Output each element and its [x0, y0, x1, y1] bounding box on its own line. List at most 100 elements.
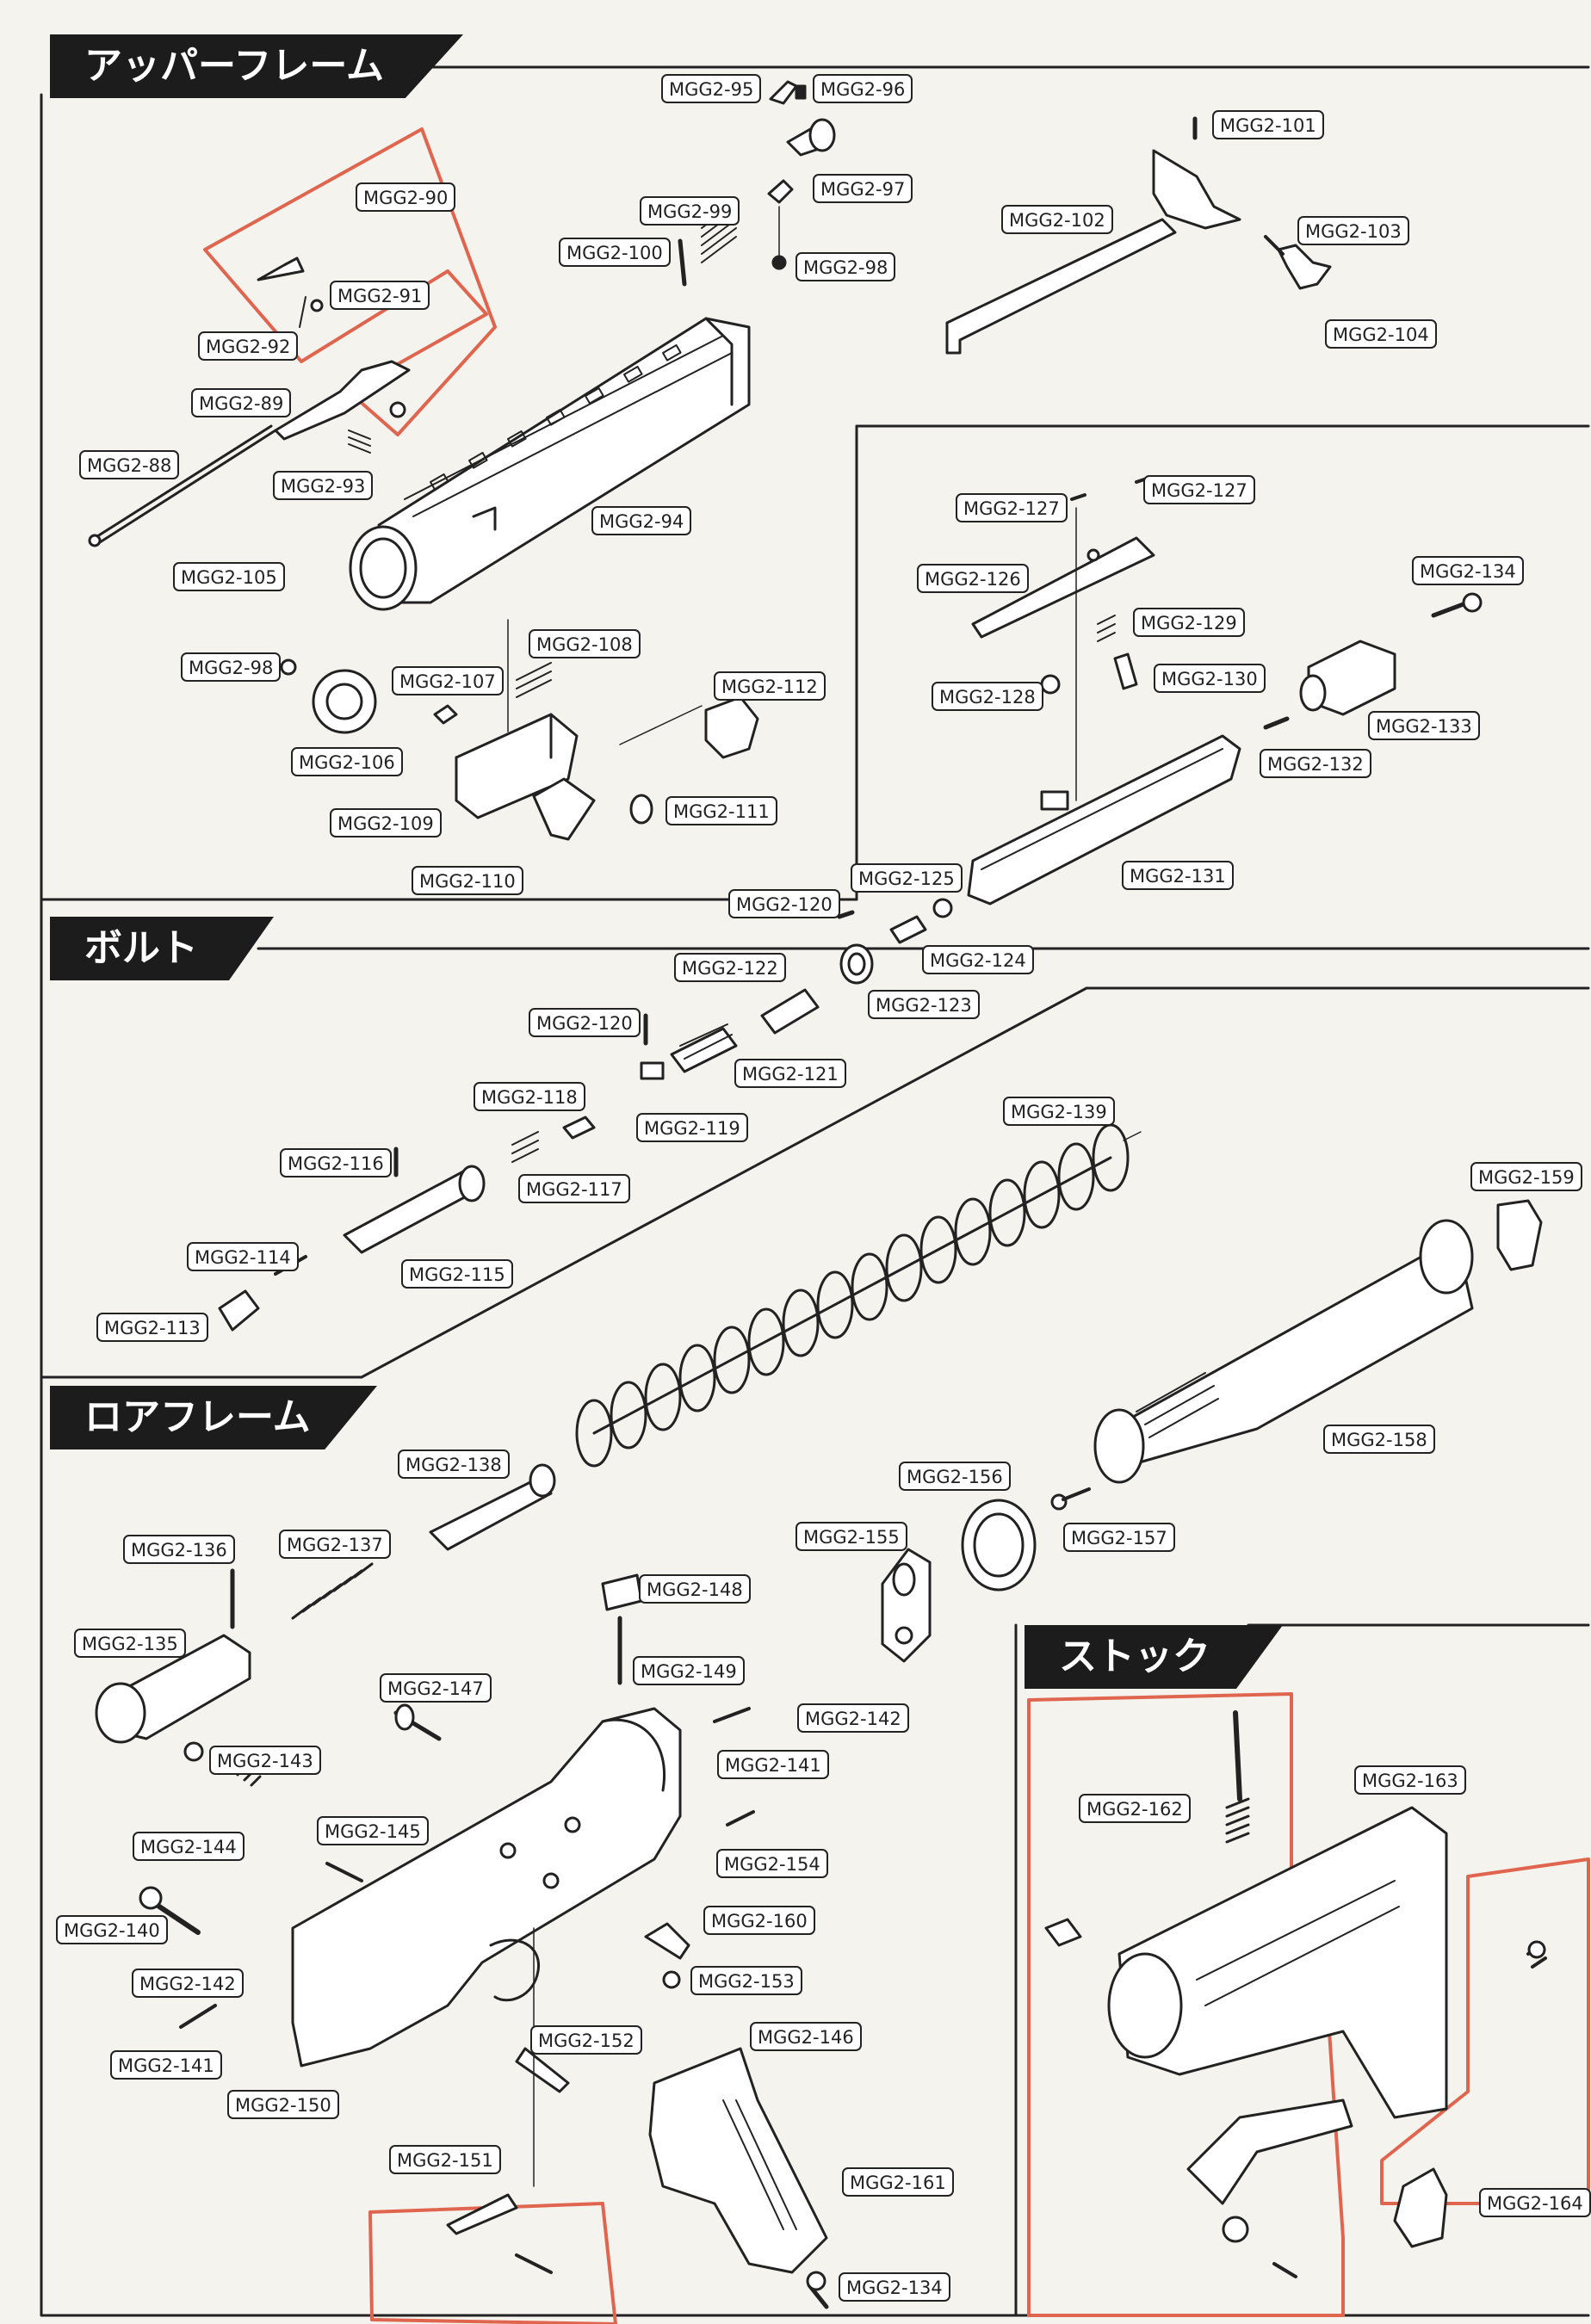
lower-receiver [139, 1573, 755, 2274]
part-label: MGG2-138 [398, 1449, 510, 1479]
charging-handle-rod [88, 424, 277, 547]
part-label: MGG2-100 [559, 238, 671, 267]
part-label: MGG2-139 [1003, 1097, 1115, 1126]
section-header-upper-frame: アッパーフレーム [50, 34, 463, 98]
part-label: MGG2-107 [392, 666, 504, 695]
part-label: MGG2-99 [640, 196, 740, 226]
part-label: MGG2-108 [529, 629, 641, 658]
part-label: MGG2-152 [530, 2025, 642, 2055]
part-label: MGG2-124 [922, 945, 1034, 974]
part-label: MGG2-137 [279, 1530, 391, 1559]
part-label: MGG2-158 [1323, 1425, 1435, 1454]
part-label: MGG2-109 [330, 808, 442, 838]
part-label: MGG2-122 [674, 953, 786, 982]
part-label: MGG2-118 [474, 1082, 585, 1111]
part-label: MGG2-131 [1122, 861, 1234, 890]
part-label: MGG2-146 [750, 2022, 862, 2051]
part-label: MGG2-133 [1368, 711, 1480, 740]
part-label: MGG2-148 [639, 1574, 751, 1604]
part-label: MGG2-93 [273, 471, 374, 500]
part-label: MGG2-135 [74, 1629, 186, 1658]
part-label: MGG2-150 [227, 2090, 339, 2119]
hop-up-assembly [280, 619, 759, 841]
part-label: MGG2-88 [79, 450, 180, 479]
part-label: MGG2-132 [1260, 749, 1371, 778]
part-label: MGG2-142 [797, 1703, 909, 1733]
part-label: MGG2-145 [317, 1816, 429, 1845]
part-label: MGG2-110 [412, 866, 523, 895]
part-label: MGG2-92 [198, 331, 299, 361]
part-label: MGG2-89 [191, 388, 292, 417]
part-label: MGG2-159 [1470, 1162, 1582, 1191]
part-label: MGG2-91 [330, 281, 430, 310]
part-label: MGG2-128 [932, 682, 1043, 711]
part-label: MGG2-94 [591, 506, 692, 535]
part-label: MGG2-123 [868, 990, 980, 1019]
part-label: MGG2-141 [717, 1750, 829, 1779]
part-label: MGG2-160 [703, 1906, 815, 1935]
part-label: MGG2-147 [380, 1673, 492, 1703]
part-label: MGG2-125 [851, 863, 963, 893]
part-label: MGG2-142 [132, 1969, 244, 1998]
part-label: MGG2-161 [842, 2167, 954, 2197]
nozzle-parts [218, 898, 953, 1332]
part-label: MGG2-134 [839, 2272, 950, 2302]
part-label: MGG2-129 [1133, 608, 1245, 637]
section-header-stock: ストック [1025, 1625, 1283, 1689]
part-label: MGG2-121 [734, 1059, 846, 1088]
part-label: MGG2-116 [280, 1148, 392, 1177]
part-label: MGG2-106 [291, 747, 403, 776]
part-label: MGG2-140 [56, 1915, 168, 1944]
part-label: MGG2-155 [796, 1522, 907, 1551]
part-label: MGG2-113 [96, 1313, 208, 1342]
part-label: MGG2-136 [123, 1535, 235, 1564]
ejection-port-cover [257, 257, 411, 454]
section-header-bolt: ボルト [50, 917, 274, 980]
buffer-assembly [95, 1463, 556, 1744]
upper-receiver [349, 317, 751, 611]
part-label: MGG2-111 [665, 796, 777, 825]
part-label: MGG2-157 [1063, 1523, 1175, 1552]
bolt-carrier [967, 476, 1483, 905]
charging-handle [945, 116, 1332, 355]
part-label: MGG2-151 [389, 2145, 501, 2174]
stock-parts [1044, 1710, 1547, 2278]
section-header-lower-frame: ロアフレーム [50, 1386, 377, 1449]
part-label: MGG2-101 [1212, 110, 1324, 139]
part-label: MGG2-120 [728, 889, 840, 918]
part-label: MGG2-102 [1001, 205, 1113, 234]
part-label: MGG2-98 [796, 252, 896, 281]
part-label: MGG2-96 [813, 74, 913, 103]
part-label: MGG2-163 [1354, 1765, 1466, 1795]
recoil-spring [575, 1123, 1142, 1468]
part-label: MGG2-95 [661, 74, 762, 103]
part-label: MGG2-103 [1297, 216, 1409, 245]
part-label: MGG2-143 [209, 1746, 321, 1775]
pistol-grip [648, 2047, 829, 2309]
part-label: MGG2-115 [401, 1259, 513, 1289]
part-label: MGG2-156 [899, 1462, 1011, 1491]
part-label: MGG2-162 [1079, 1794, 1191, 1823]
part-label: MGG2-120 [529, 1008, 641, 1037]
part-label: MGG2-114 [187, 1242, 299, 1271]
part-label: MGG2-127 [956, 493, 1068, 522]
part-label: MGG2-119 [636, 1113, 748, 1142]
part-label: MGG2-154 [716, 1849, 828, 1878]
part-label: MGG2-149 [633, 1656, 745, 1685]
part-label: MGG2-164 [1479, 2188, 1591, 2217]
part-label: MGG2-104 [1325, 319, 1437, 349]
part-label: MGG2-134 [1412, 556, 1524, 585]
part-label: MGG2-126 [917, 564, 1029, 593]
part-label: MGG2-112 [714, 671, 826, 701]
part-label: MGG2-130 [1154, 664, 1266, 693]
part-label: MGG2-144 [133, 1832, 245, 1861]
part-label: MGG2-141 [110, 2050, 222, 2080]
part-label: MGG2-105 [173, 562, 285, 591]
part-label: MGG2-153 [690, 1966, 802, 1995]
part-label: MGG2-90 [356, 182, 456, 212]
part-label: MGG2-98 [181, 652, 282, 682]
part-label: MGG2-97 [813, 174, 913, 203]
part-label: MGG2-127 [1143, 475, 1255, 504]
